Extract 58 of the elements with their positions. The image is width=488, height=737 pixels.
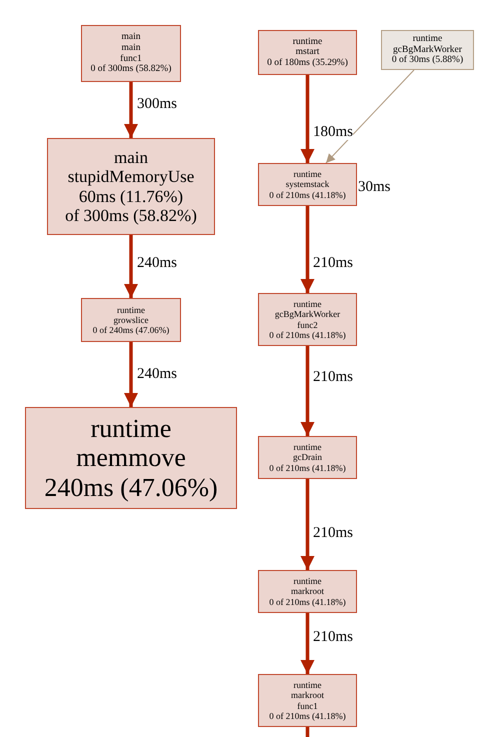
function-text: runtime (294, 680, 322, 690)
arrow (300, 75, 314, 163)
function-text: runtime (294, 576, 322, 586)
function-box (258, 436, 357, 479)
function-text: 0 of 210ms (41.18%) (269, 710, 346, 721)
function-box (81, 25, 181, 82)
function-text: runtime (294, 442, 322, 452)
function-box (258, 674, 357, 727)
function-box (258, 163, 357, 206)
function-text: gcBgMarkWorker (274, 309, 340, 320)
arrow (300, 206, 314, 293)
function-text: 0 of 210ms (41.18%) (269, 462, 346, 473)
function-text: markroot (291, 690, 324, 700)
function-text: 0 of 30ms (5.88%) (392, 55, 464, 66)
function-text: runtime (90, 414, 172, 444)
function-text: gcBgMarkWorker (393, 44, 462, 55)
function-text: func1 (120, 54, 142, 64)
arrow (326, 70, 414, 164)
function-text: 0 of 300ms (58.82%) (90, 64, 172, 75)
arrow (300, 346, 314, 436)
function-text: runtime (292, 36, 322, 48)
function-text: 0 of 210ms (41.18%) (269, 596, 346, 607)
function-text: 0 of 240ms (47.06%) (92, 325, 170, 336)
function-text: systemstack (286, 179, 330, 190)
function-text: stupidMemoryUse (68, 167, 194, 186)
arrow (124, 342, 138, 407)
function-text: growslice (114, 314, 148, 326)
function-text: of 300ms (58.82%) (65, 206, 197, 225)
function-text: runtime (117, 304, 145, 315)
arrow (124, 82, 138, 138)
function-text: 0 of 210ms (41.18%) (269, 330, 346, 340)
function-text: markroot (291, 586, 324, 597)
function-text: mstart (296, 47, 320, 58)
function-text: 0 of 180ms (35.29%) (267, 58, 348, 68)
arrow (300, 479, 314, 570)
arrow (124, 235, 138, 298)
function-text: func1 (297, 700, 318, 711)
function-box (47, 138, 215, 235)
function-box (381, 30, 474, 70)
function-box (258, 570, 357, 613)
function-text: 240ms (47.06%) (44, 472, 218, 502)
function-text: runtime (412, 34, 442, 45)
function-box (258, 30, 357, 75)
function-text: memmove (76, 443, 186, 473)
function-text: 0 of 210ms (41.18%) (269, 190, 346, 200)
arrow (300, 613, 314, 674)
function-text: runtime (294, 169, 322, 180)
function-text: gcDrain (293, 452, 322, 463)
function-text: main (122, 42, 140, 54)
function-text: 60ms (11.76%) (78, 186, 184, 206)
function-box (25, 407, 237, 509)
function-box (258, 293, 357, 346)
function-text: main (114, 148, 148, 168)
function-text: runtime (294, 299, 322, 310)
function-box (81, 298, 181, 342)
function-text: func2 (297, 320, 318, 330)
edge-label: 180ms (313, 125, 354, 140)
function-text: main (122, 32, 140, 43)
